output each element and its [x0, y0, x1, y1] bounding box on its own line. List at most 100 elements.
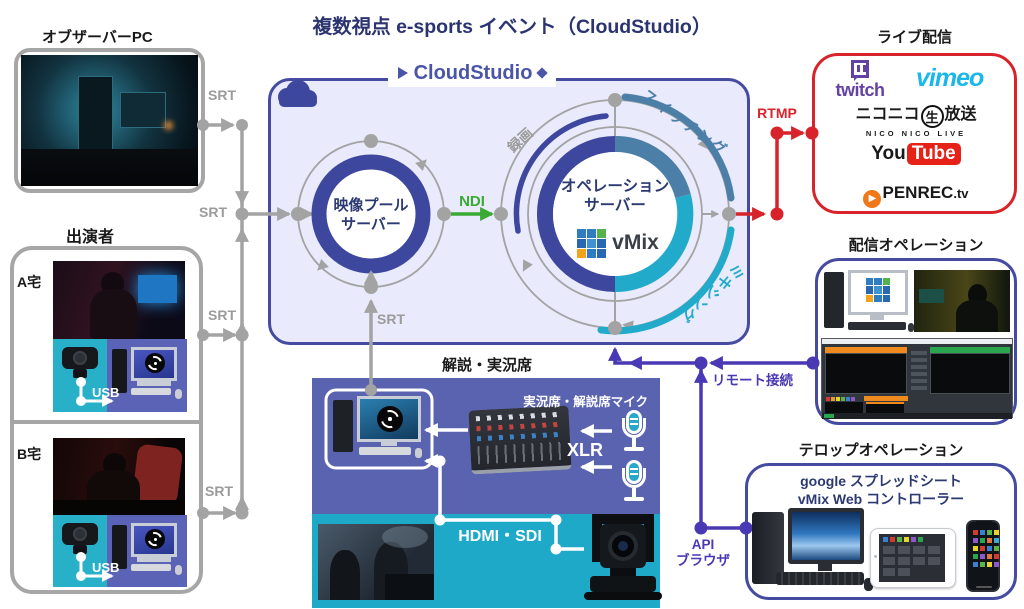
home-b-label: B宅 [17, 446, 42, 462]
camera-top [596, 514, 650, 524]
pc-tower [824, 272, 844, 328]
hdmi-sdi-label: HDMI・SDI [458, 528, 542, 545]
performers-divider [10, 420, 203, 424]
photo-screen [918, 288, 944, 304]
vmix-grid-icon [577, 228, 607, 258]
photo-person [956, 299, 999, 332]
usb-label-a: USB [92, 385, 120, 400]
niconico-sub: NICO NICO LIVE [865, 129, 967, 138]
camera-lens [608, 531, 638, 561]
mixer-knob-row [475, 411, 562, 422]
tablet-icons [883, 537, 888, 542]
camera-arm [592, 514, 602, 562]
observer-label: オブザーバーPC [42, 29, 153, 46]
photo-person [329, 549, 360, 600]
home-a-photo [53, 261, 185, 339]
pool-server-label: 映像プール サーバー [333, 197, 409, 233]
camera-arm [644, 514, 654, 562]
home-b-webcam-block [53, 515, 107, 587]
performers-label: 出演者 [66, 229, 115, 246]
photo-screen [137, 275, 178, 304]
mic-section-label: 実況席・解説席マイク [523, 395, 648, 409]
pc-stand [381, 442, 397, 446]
photo-monitor [77, 75, 114, 154]
obs-logo-icon [377, 406, 403, 432]
vmix-ui-screenshot [821, 338, 1013, 419]
telop-line2: vMix Web コントローラー [797, 491, 965, 507]
pc-tower [112, 525, 127, 569]
photo-monitor [385, 574, 434, 600]
ui-program-header [930, 347, 1010, 353]
niconico-logo: ニコニコ生放送 NICO NICO LIVE [852, 100, 980, 138]
xlr-label: XLR [567, 440, 603, 460]
ptz-camera [584, 512, 662, 604]
pc-stand [870, 315, 884, 320]
youtube-tube: Tube [906, 143, 961, 165]
pc-keyboard [131, 388, 171, 395]
pc-mouse [175, 565, 182, 575]
openrec-o-icon: ▶ [863, 189, 882, 208]
commentary-label: 解説・実況席 [441, 357, 532, 374]
vmix-logo: vMix [563, 227, 673, 259]
srt-label-commentary: SRT [377, 311, 405, 327]
pc-monitor [357, 396, 421, 442]
srt-label-home-b: SRT [205, 483, 233, 499]
vimeo-logo: vimeo [916, 64, 984, 92]
diamond-icon [536, 67, 549, 79]
page-title: 複数視点 e-sports イベント（CloudStudio） [312, 16, 712, 38]
mixer-knob-row [476, 421, 563, 432]
photo-desk [53, 499, 185, 515]
photo-person [89, 289, 138, 339]
tablet-camera [873, 555, 877, 558]
phone-notch [976, 521, 992, 525]
vmix-wordmark: vMix [612, 231, 659, 254]
ui-titlebar [822, 339, 1012, 344]
ops-server-label: オペレーション サーバー [560, 178, 670, 214]
pc-keyboard [359, 447, 411, 455]
ui-color-dots [826, 397, 830, 401]
webcam-icon [62, 347, 98, 369]
ndi-label: NDI [459, 193, 485, 210]
phone-home-bar [976, 586, 992, 588]
pc-monitor [848, 270, 908, 315]
audio-mixer [468, 405, 572, 475]
api-browser-label: API ブラウザ [676, 537, 730, 568]
commentary-photo [318, 524, 434, 600]
pc-monitor [131, 523, 177, 557]
pc-stand [818, 564, 832, 571]
mixer-sliders [477, 441, 565, 465]
camera-neck [610, 568, 636, 576]
ui-buttons [911, 351, 927, 355]
rtmp-label: RTMP [757, 105, 797, 121]
pc-stand [137, 557, 171, 562]
streaming-op-label: 配信オペレーション [848, 237, 984, 254]
vmix-grid-icon [866, 278, 890, 302]
streamop-pc [824, 270, 914, 336]
obs-logo-icon [145, 529, 165, 549]
srt-label-home-a: SRT [208, 307, 236, 323]
home-a-webcam-block [53, 339, 107, 412]
youtube-you: You [871, 143, 906, 164]
photo-lamp [164, 120, 174, 130]
telop-line1: google スプレッドシート [800, 473, 962, 489]
openrec-logo: ▶PENREC.tv [852, 183, 980, 208]
pc-keyboard [131, 564, 171, 571]
pc-mouse [908, 323, 914, 332]
mic-icon [618, 460, 652, 506]
home-b-photo [53, 438, 185, 515]
photo-logo-blur [381, 525, 429, 549]
pc-mouse [415, 448, 422, 458]
camera-base [590, 576, 656, 592]
ui-preview-header [825, 347, 907, 353]
ui-thumb [866, 402, 904, 415]
pc-keyboard [848, 322, 906, 330]
mic-icon [618, 410, 652, 456]
cloudstudio-title-text: CloudStudio [413, 61, 533, 84]
photo-monitor [120, 91, 167, 128]
ui-preview [825, 353, 907, 394]
home-a-pc-block [107, 339, 187, 412]
mixer-knob-row [476, 431, 563, 442]
pc-stand [137, 381, 171, 386]
pc-monitor [788, 508, 864, 564]
telop-desktop [752, 508, 873, 596]
